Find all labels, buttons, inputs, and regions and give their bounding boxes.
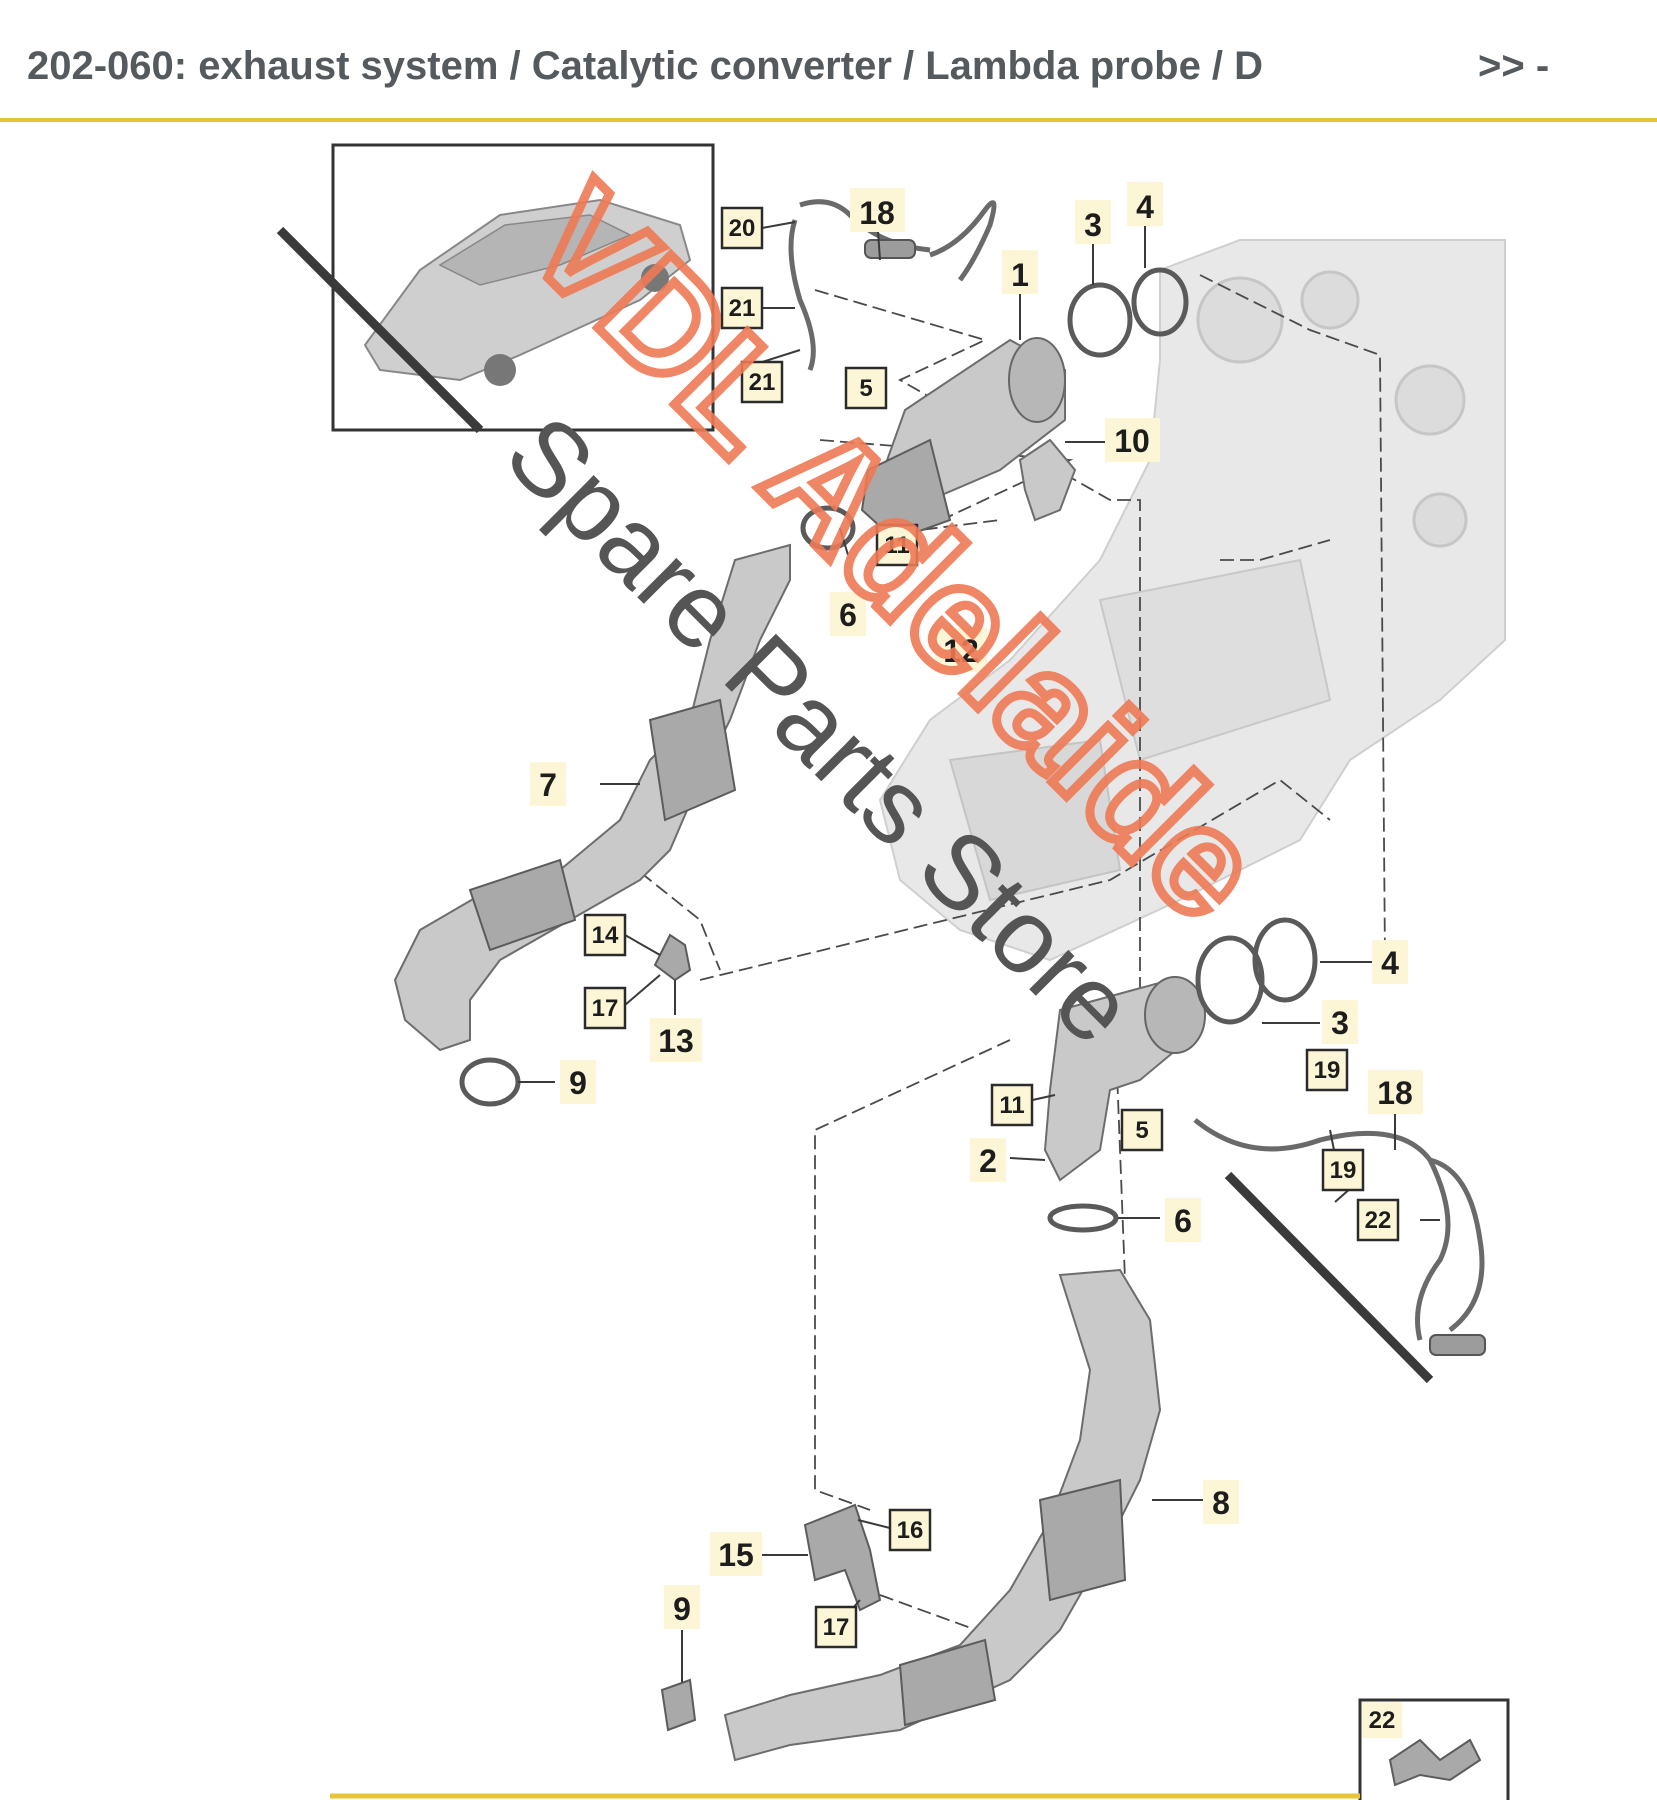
next-page-link[interactable]: >> -: [1478, 44, 1550, 88]
callout-5-b[interactable]: 5: [1120, 1108, 1164, 1152]
svg-text:21: 21: [749, 369, 776, 396]
svg-text:17: 17: [823, 1614, 850, 1641]
callout-11-a[interactable]: 11: [875, 523, 919, 567]
svg-text:22: 22: [1369, 1707, 1396, 1734]
svg-text:21: 21: [729, 295, 756, 322]
callout-2[interactable]: 2: [979, 1143, 997, 1179]
callout-6-a[interactable]: 6: [839, 597, 857, 633]
callout-9-b[interactable]: 9: [673, 1591, 691, 1627]
callout-3-a[interactable]: 3: [1084, 207, 1102, 243]
lower-lambda-probe: [1193, 1118, 1486, 1356]
watermark-slash-bottom: [1224, 1171, 1434, 1384]
callout-7[interactable]: 7: [539, 767, 557, 803]
callout-21-a[interactable]: 21: [720, 286, 764, 330]
callout-19-a[interactable]: 19: [1305, 1048, 1349, 1092]
callout-18-a[interactable]: 18: [859, 195, 895, 231]
svg-text:11: 11: [884, 532, 909, 559]
svg-text:5: 5: [859, 375, 872, 402]
callout-21-b[interactable]: 21: [740, 360, 784, 404]
callout-8[interactable]: 8: [1212, 1485, 1230, 1521]
svg-text:16: 16: [897, 1517, 924, 1544]
right-downpipe: [660, 1268, 1162, 1762]
svg-text:22: 22: [1365, 1207, 1392, 1234]
callout-19-b[interactable]: 19: [1321, 1148, 1365, 1192]
callout-9-a[interactable]: 9: [569, 1065, 587, 1101]
callout-17-a[interactable]: 17: [583, 986, 627, 1030]
callout-1[interactable]: 1: [1011, 257, 1029, 293]
callout-4-a[interactable]: 4: [1136, 189, 1154, 225]
callout-12[interactable]: 12: [943, 633, 979, 669]
svg-text:20: 20: [729, 215, 756, 242]
upper-catalytic-converter: [800, 337, 1077, 551]
lower-catalytic-converter: [1043, 976, 1206, 1233]
svg-text:5: 5: [1135, 1117, 1148, 1144]
callout-16[interactable]: 16: [888, 1508, 932, 1552]
callout-15[interactable]: 15: [718, 1537, 754, 1573]
callout-20-a[interactable]: 20: [720, 206, 764, 250]
callout-5-a[interactable]: 5: [844, 366, 888, 410]
svg-text:11: 11: [999, 1092, 1024, 1119]
vehicle-inset: [331, 143, 715, 432]
callout-14[interactable]: 14: [583, 913, 627, 957]
right-bracket: [803, 1503, 882, 1612]
page-header: 202-060: exhaust system / Catalytic conv…: [0, 0, 1657, 122]
svg-text:17: 17: [592, 995, 619, 1022]
left-downpipe: [393, 543, 791, 1107]
upper-clamps: [1067, 267, 1189, 358]
callout-3-b[interactable]: 3: [1331, 1005, 1349, 1041]
callout-18-b[interactable]: 18: [1377, 1075, 1413, 1111]
watermark-slash-top: [276, 226, 484, 434]
callout-17-b[interactable]: 17: [814, 1605, 858, 1649]
engine-gearbox-illustration: [878, 239, 1506, 962]
callout-6-b[interactable]: 6: [1174, 1203, 1192, 1239]
callout-22-a[interactable]: 22: [1356, 1198, 1400, 1242]
callout-10[interactable]: 10: [1114, 423, 1150, 459]
callout-4-b[interactable]: 4: [1381, 945, 1399, 981]
svg-text:14: 14: [592, 922, 619, 949]
svg-text:19: 19: [1314, 1057, 1341, 1084]
svg-text:19: 19: [1330, 1157, 1357, 1184]
page-title: 202-060: exhaust system / Catalytic conv…: [27, 44, 1264, 88]
lower-clamps: [1195, 917, 1318, 1025]
callout-13[interactable]: 13: [658, 1023, 694, 1059]
callout-22-b[interactable]: 22: [1362, 1702, 1402, 1738]
callout-11-b[interactable]: 11: [990, 1083, 1034, 1127]
left-bracket: [653, 933, 692, 982]
